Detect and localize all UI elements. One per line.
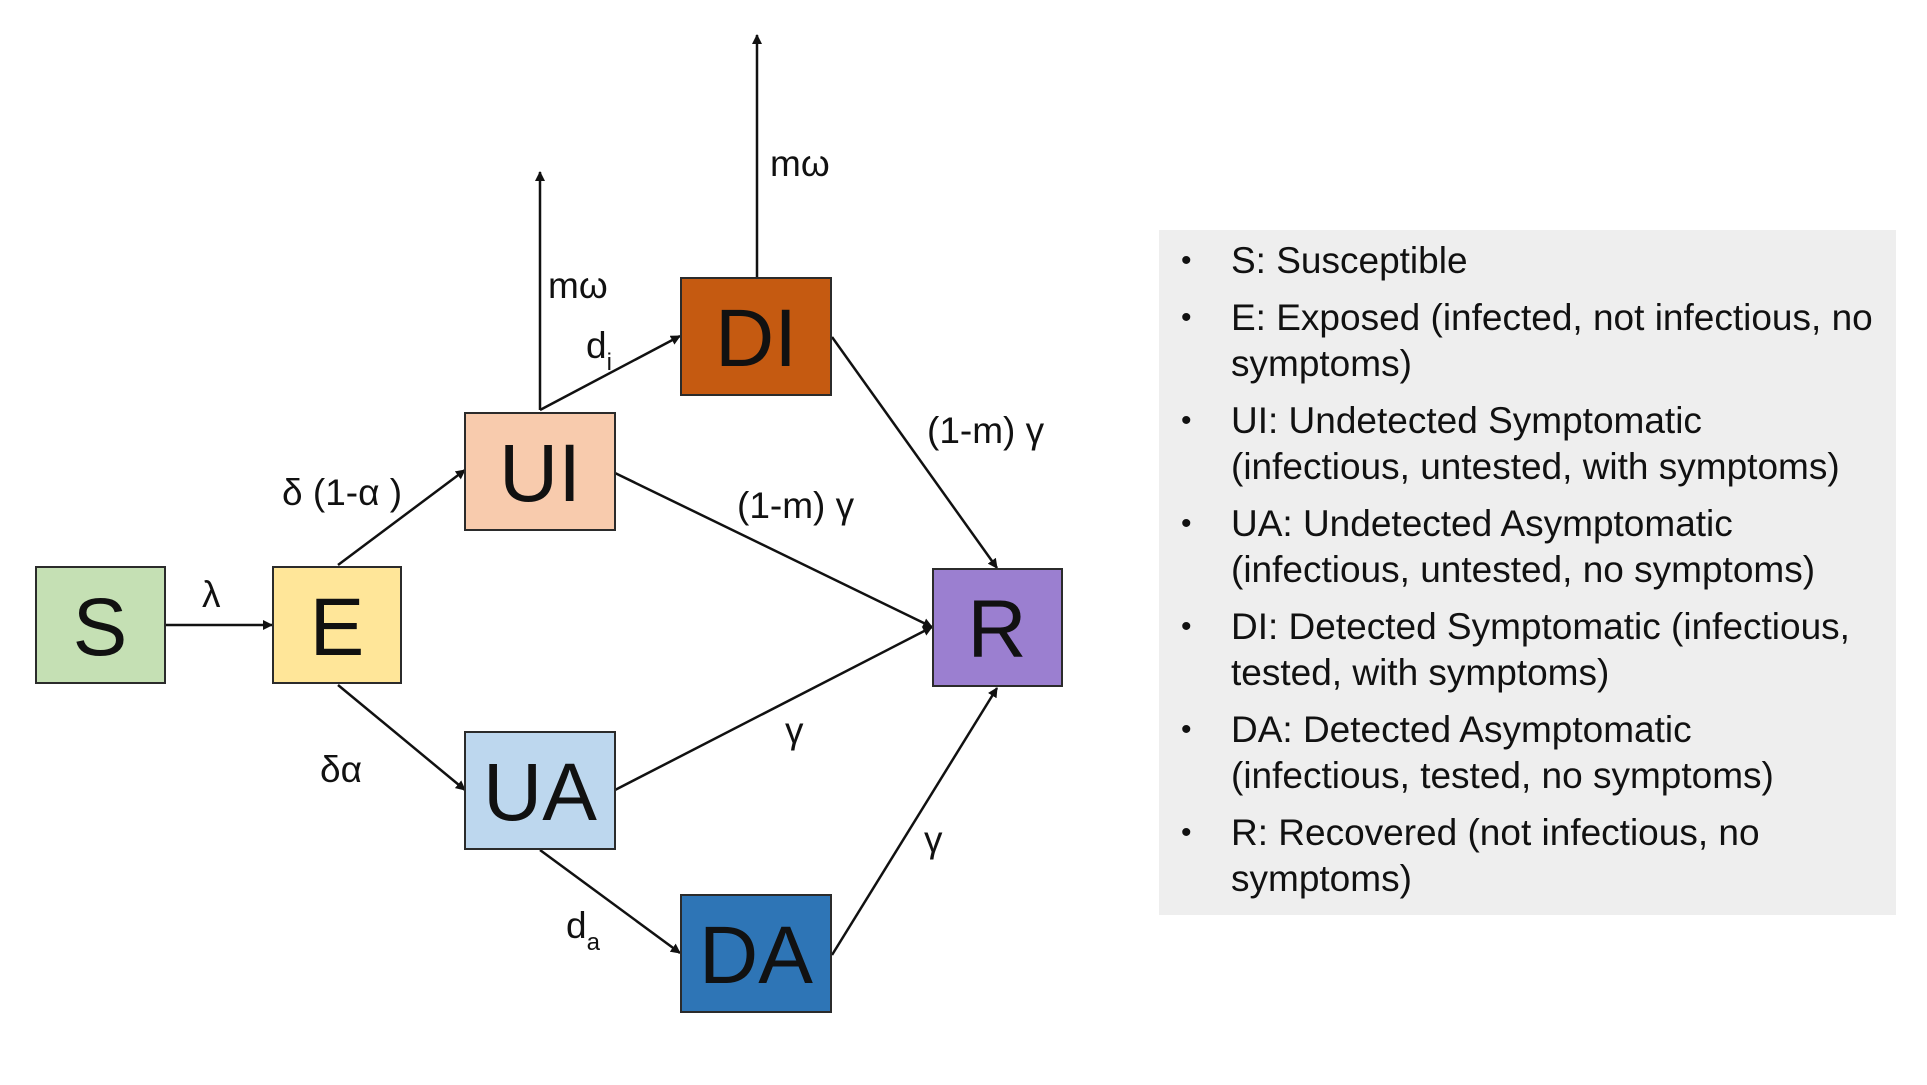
legend-bullet: • xyxy=(1181,404,1192,437)
node-di: DI xyxy=(680,277,832,396)
legend-bullet: • xyxy=(1181,244,1192,277)
node-r-label: R xyxy=(967,584,1026,675)
node-s-box xyxy=(35,566,166,684)
legend-item-ui: • UI: Undetected Symptomatic (infectious,… xyxy=(1169,398,1878,490)
edge-di-r xyxy=(830,336,999,569)
node-r: R xyxy=(932,568,1063,687)
node-ua-box xyxy=(464,731,616,850)
node-da-label: DA xyxy=(699,910,813,1001)
legend-item-text: DA: Detected Asymptomatic (infectious, t… xyxy=(1231,709,1774,796)
legend-bullet: • xyxy=(1181,816,1192,849)
legend-list: • S: Susceptible • E: Exposed (infected, n… xyxy=(1169,238,1878,902)
legend-item-text: E: Exposed (infected, not infectious, no… xyxy=(1231,297,1873,384)
edge-label-di-r: (1-m) γ xyxy=(927,410,1045,451)
legend-item-di: • DI: Detected Symptomatic (infectious, t… xyxy=(1169,604,1878,696)
node-ua-label: UA xyxy=(483,747,597,838)
edge-label-da-r: γ xyxy=(924,819,943,860)
edge-label-ui-r: (1-m) γ xyxy=(737,485,855,526)
edge-label-ua-da-sub: a xyxy=(587,929,601,956)
legend-item-r: • R: Recovered (not infectious, no sympto… xyxy=(1169,810,1878,902)
edge-label-ui-out: mω xyxy=(548,265,608,306)
edge-ui-di xyxy=(539,334,681,412)
legend-bullet: • xyxy=(1181,507,1192,540)
edge-label-e-ui: δ (1-α ) xyxy=(282,472,402,513)
edge-label-e-ua: δα xyxy=(320,749,362,790)
edge-label-ui-di-main: d xyxy=(586,325,607,366)
edge-e-ua xyxy=(337,684,466,791)
legend-item-ua: • UA: Undetected Asymptomatic (infectious… xyxy=(1169,501,1878,593)
node-di-box xyxy=(680,277,832,396)
edge-label-ua-da: da xyxy=(566,905,601,956)
legend-item-text: S: Susceptible xyxy=(1231,240,1468,281)
edge-label-ua-r: γ xyxy=(785,710,804,751)
legend-bullet: • xyxy=(1181,301,1192,334)
edge-ua-da xyxy=(539,848,681,955)
edge-ua-r xyxy=(614,625,933,792)
edge-da-r xyxy=(830,687,999,956)
edge-label-s-e: λ xyxy=(202,574,221,615)
edge-label-ui-di-sub: i xyxy=(607,349,612,376)
node-e-box xyxy=(272,566,402,684)
node-ui-box xyxy=(464,412,616,531)
edge-label-di-out: mω xyxy=(770,143,830,184)
legend-bullet: • xyxy=(1181,713,1192,746)
node-e: E xyxy=(272,566,402,684)
edge-e-ui xyxy=(337,468,466,567)
legend-item-text: DI: Detected Symptomatic (infectious, te… xyxy=(1231,606,1850,693)
node-da-box xyxy=(680,894,832,1013)
node-da: DA xyxy=(680,894,832,1013)
legend-item-text: UI: Undetected Symptomatic (infectious, … xyxy=(1231,400,1840,487)
legend-panel: • S: Susceptible • E: Exposed (infected, n… xyxy=(1159,230,1896,915)
node-e-label: E xyxy=(310,582,365,673)
legend-item-e: • E: Exposed (infected, not infectious, n… xyxy=(1169,295,1878,387)
legend-item-da: • DA: Detected Asymptomatic (infectious, … xyxy=(1169,707,1878,799)
edge-label-ui-di: di xyxy=(586,325,612,376)
node-ui-label: UI xyxy=(499,428,581,519)
node-ua: UA xyxy=(464,731,616,850)
legend-item-text: R: Recovered (not infectious, no symptom… xyxy=(1231,812,1760,899)
edge-label-ua-da-main: d xyxy=(566,905,587,946)
node-r-box xyxy=(932,568,1063,687)
node-s: S xyxy=(35,566,166,684)
legend-item-text: UA: Undetected Asymptomatic (infectious,… xyxy=(1231,503,1816,590)
node-s-label: S xyxy=(73,582,128,673)
legend-item-s: • S: Susceptible xyxy=(1169,238,1878,284)
node-ui: UI xyxy=(464,412,616,531)
node-di-label: DI xyxy=(715,293,797,384)
legend-bullet: • xyxy=(1181,610,1192,643)
edge-ui-r xyxy=(614,471,933,629)
